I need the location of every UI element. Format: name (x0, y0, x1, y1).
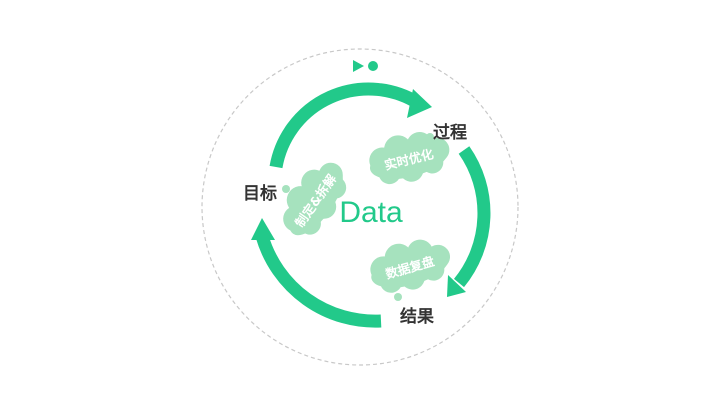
cloud-shape (283, 162, 347, 236)
stage-label-goal: 目标 (243, 183, 277, 204)
arrowhead-icon (447, 275, 466, 297)
cloud-review: 数据复盘 (370, 239, 451, 293)
start-dot-icon (368, 61, 378, 71)
stage-label-result: 结果 (400, 306, 434, 327)
cloud-optimize-bubble (426, 133, 434, 141)
arrowhead-icon (251, 218, 275, 240)
start-marker (353, 60, 378, 72)
cloud-define: 制定&拆解 (283, 162, 347, 236)
arrow-goal-to-process (269, 82, 432, 169)
cloud-shape (369, 131, 450, 185)
play-triangle-icon (353, 60, 364, 72)
stage-label-process: 过程 (433, 123, 467, 143)
arrowhead-icon (407, 89, 432, 118)
outer-dashed-ring (201, 48, 519, 366)
cloud-optimize: 实时优化 (369, 131, 450, 185)
center-label: Data (339, 196, 403, 229)
arrow-result-to-goal (251, 218, 382, 328)
cloud-define-bubble (282, 185, 290, 193)
cloud-review-bubble (394, 293, 402, 301)
cloud-shape (370, 239, 451, 293)
arrow-process-to-result (447, 146, 491, 297)
